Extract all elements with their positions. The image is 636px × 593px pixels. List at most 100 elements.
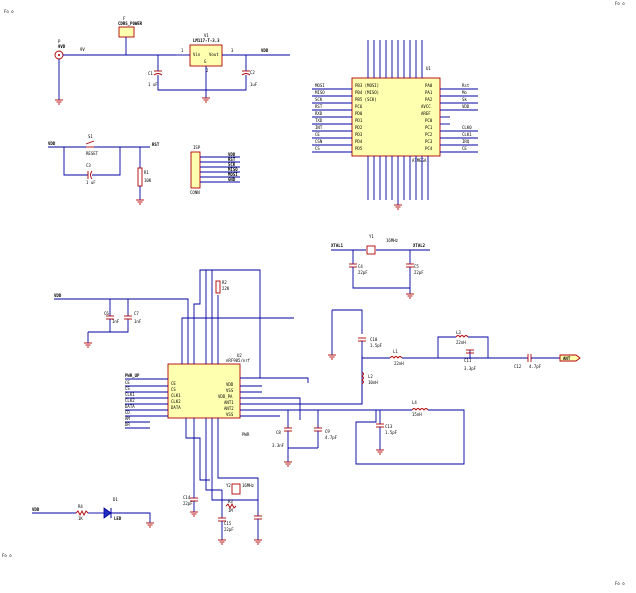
rf-inductor-ref: L3 bbox=[456, 330, 461, 335]
mcu-right-pin: AVCC bbox=[421, 104, 431, 109]
reset-switch-ref: S1 bbox=[88, 134, 93, 139]
net-rst: RST bbox=[152, 142, 160, 147]
mcu-right-pin: PA0 bbox=[425, 83, 433, 88]
c-out-value: 1uF bbox=[250, 82, 258, 87]
rf-dec-cap-ref: C9 bbox=[325, 429, 330, 434]
led-res-ref: R4 bbox=[78, 504, 83, 509]
fuse-ref: F bbox=[123, 16, 126, 21]
reg-pin-3: 3 bbox=[231, 48, 234, 53]
rf-left-net: CE bbox=[125, 380, 130, 385]
rf-left-pin: DATA bbox=[171, 405, 181, 410]
mcu-right-pins: PA0 PA1 PA2 AVCC AREF PC0 PC1 PC2 PC3 PC… bbox=[421, 83, 478, 153]
xtal-cap-right-value: 22pF bbox=[414, 270, 424, 275]
xtal-net-left: XTAL1 bbox=[331, 243, 344, 248]
antenna-net: ANT bbox=[563, 356, 571, 361]
mcu-left-net: TXD bbox=[315, 118, 323, 123]
isp-net: MISO bbox=[228, 167, 238, 172]
mcu-section: U1 ATMEGA MOSI MISO SCK RST RXD TXD INT … bbox=[312, 40, 478, 210]
mcu-crystal-section: XTAL1 XTAL2 Y1 16MHz C4 22pF C5 22pF bbox=[331, 234, 430, 299]
rf-bypass-cap-ref: C7 bbox=[134, 311, 139, 316]
regulator-ref: V1 bbox=[204, 33, 209, 38]
rf-ant-cap-value: 3.3pF bbox=[464, 366, 477, 371]
mcu-right-net: VDD bbox=[462, 104, 470, 109]
mcu-left-pin: PD4 bbox=[355, 139, 363, 144]
mcu-right-net: Sk bbox=[462, 97, 467, 102]
rf-xtal-ref: Y2 bbox=[226, 483, 231, 488]
rf-value: nRF905/nrf bbox=[226, 358, 251, 363]
mcu-left-pin: PB3 (MOSI) bbox=[355, 83, 379, 88]
rf-xtal-cap-value: 22pF bbox=[183, 501, 193, 506]
rf-left-net: AM bbox=[125, 416, 130, 421]
mcu-left-net: RXD bbox=[315, 111, 323, 116]
rf-xtal-cap-ref: C15 bbox=[224, 521, 232, 526]
mcu-right-net: CLK0 bbox=[462, 125, 472, 130]
led-ref: D1 bbox=[113, 497, 118, 502]
mcu-right-pin: PC3 bbox=[425, 139, 433, 144]
mcu-chip bbox=[351, 77, 441, 157]
led-res-value: 1K bbox=[78, 516, 83, 521]
rf-left-pin: CLK2 bbox=[171, 399, 181, 404]
net-vdd-reg: VDD bbox=[261, 48, 269, 53]
mcu-left-net: MISO bbox=[315, 90, 325, 95]
mcu-left-pin: PD0 bbox=[355, 111, 363, 116]
rf-left-net: CLK2 bbox=[125, 398, 135, 403]
mcu-left-pin: PD1 bbox=[355, 118, 363, 123]
frame-label-bottom-left: Fo o bbox=[2, 553, 12, 558]
frame-label-bottom-right: Fo o bbox=[615, 581, 625, 586]
rf-inductor-value: 15nH bbox=[412, 412, 422, 417]
mcu-right-pin: AREF bbox=[421, 111, 431, 116]
dc-jack-value: 9VD bbox=[58, 44, 66, 49]
rf-left-pin: CLK1 bbox=[171, 393, 181, 398]
mcu-right-pin: PA2 bbox=[425, 97, 433, 102]
rf-ant-cap-value: 1.5pF bbox=[385, 430, 398, 435]
rf-left-net: CD bbox=[125, 410, 130, 415]
rf-xtal-res-value: 1M bbox=[228, 508, 233, 513]
mcu-left-net: CS bbox=[315, 146, 320, 151]
rf-left-net: DR bbox=[125, 422, 130, 427]
rf-ant-cap-ref: C10 bbox=[370, 337, 378, 342]
frame-label-top-left: Fo o bbox=[4, 9, 14, 14]
mcu-value: ATMEGA bbox=[412, 158, 427, 163]
xtal-net-right: XTAL2 bbox=[413, 243, 426, 248]
c-in-ref: C1 bbox=[148, 71, 153, 76]
rf-left-pin: CE bbox=[171, 381, 176, 386]
fuse-value: CDRS_P0WER bbox=[118, 21, 143, 26]
regulator-vin: Vin bbox=[193, 52, 201, 57]
mcu-right-pin: PA1 bbox=[425, 90, 433, 95]
mcu-right-pin: PC1 bbox=[425, 125, 433, 130]
rf-pwr-net: PWR_UP bbox=[125, 373, 140, 378]
net-vdd-reset: VDD bbox=[48, 141, 56, 146]
rf-ant-cap-ref: C12 bbox=[514, 364, 522, 369]
rf-right-pin: VDD_PA bbox=[218, 394, 233, 399]
mcu-left-net: CSN bbox=[315, 139, 323, 144]
isp-ref: ISP bbox=[193, 145, 201, 150]
mcu-left-pin: PD3 bbox=[355, 132, 363, 137]
rf-left-net: CS bbox=[125, 386, 130, 391]
reset-section: VDD S1 RESET RST C3 1 uF R1 10K bbox=[48, 134, 160, 205]
net-9v: 9V bbox=[80, 47, 85, 52]
rf-left-net: CLK1 bbox=[125, 392, 135, 397]
rf-inductor-value: 10nH bbox=[368, 380, 378, 385]
mcu-left-pin: PD5 bbox=[355, 146, 363, 151]
isp-section: ISP CONN VDD RST SCK MISO MOSI GND bbox=[190, 145, 240, 195]
antenna-port bbox=[559, 354, 581, 362]
rf-ant-cap-ref: C13 bbox=[385, 424, 393, 429]
reset-cap-value: 1 uF bbox=[86, 180, 96, 185]
rf-ref: U2 bbox=[237, 353, 242, 358]
rf-ant-cap-ref: C11 bbox=[464, 358, 472, 363]
rf-inductor-ref: L4 bbox=[412, 400, 417, 405]
isp-value: CONN bbox=[190, 190, 200, 195]
rf-inductor-ref: L1 bbox=[393, 349, 398, 354]
dc-jack-ref: P bbox=[58, 39, 61, 44]
mcu-right-pin: PC4 bbox=[425, 146, 433, 151]
mcu-left-pin: PC6 bbox=[355, 104, 363, 109]
rf-xtal-value: 16MHz bbox=[242, 483, 255, 488]
rf-ant-cap-value: 1.5pF bbox=[370, 343, 383, 348]
reset-switch-value: RESET bbox=[86, 151, 99, 156]
rf-left-pin: CS bbox=[171, 387, 176, 392]
mcu-left-pins: MOSI MISO SCK RST RXD TXD INT CE CSN CS … bbox=[312, 83, 379, 153]
xtal-cap-left-value: 22pF bbox=[358, 270, 368, 275]
rf-bypass-cap-value: 1nF bbox=[112, 319, 120, 324]
led-value: LED bbox=[114, 516, 122, 521]
rf-inductor-ref: L2 bbox=[368, 374, 373, 379]
